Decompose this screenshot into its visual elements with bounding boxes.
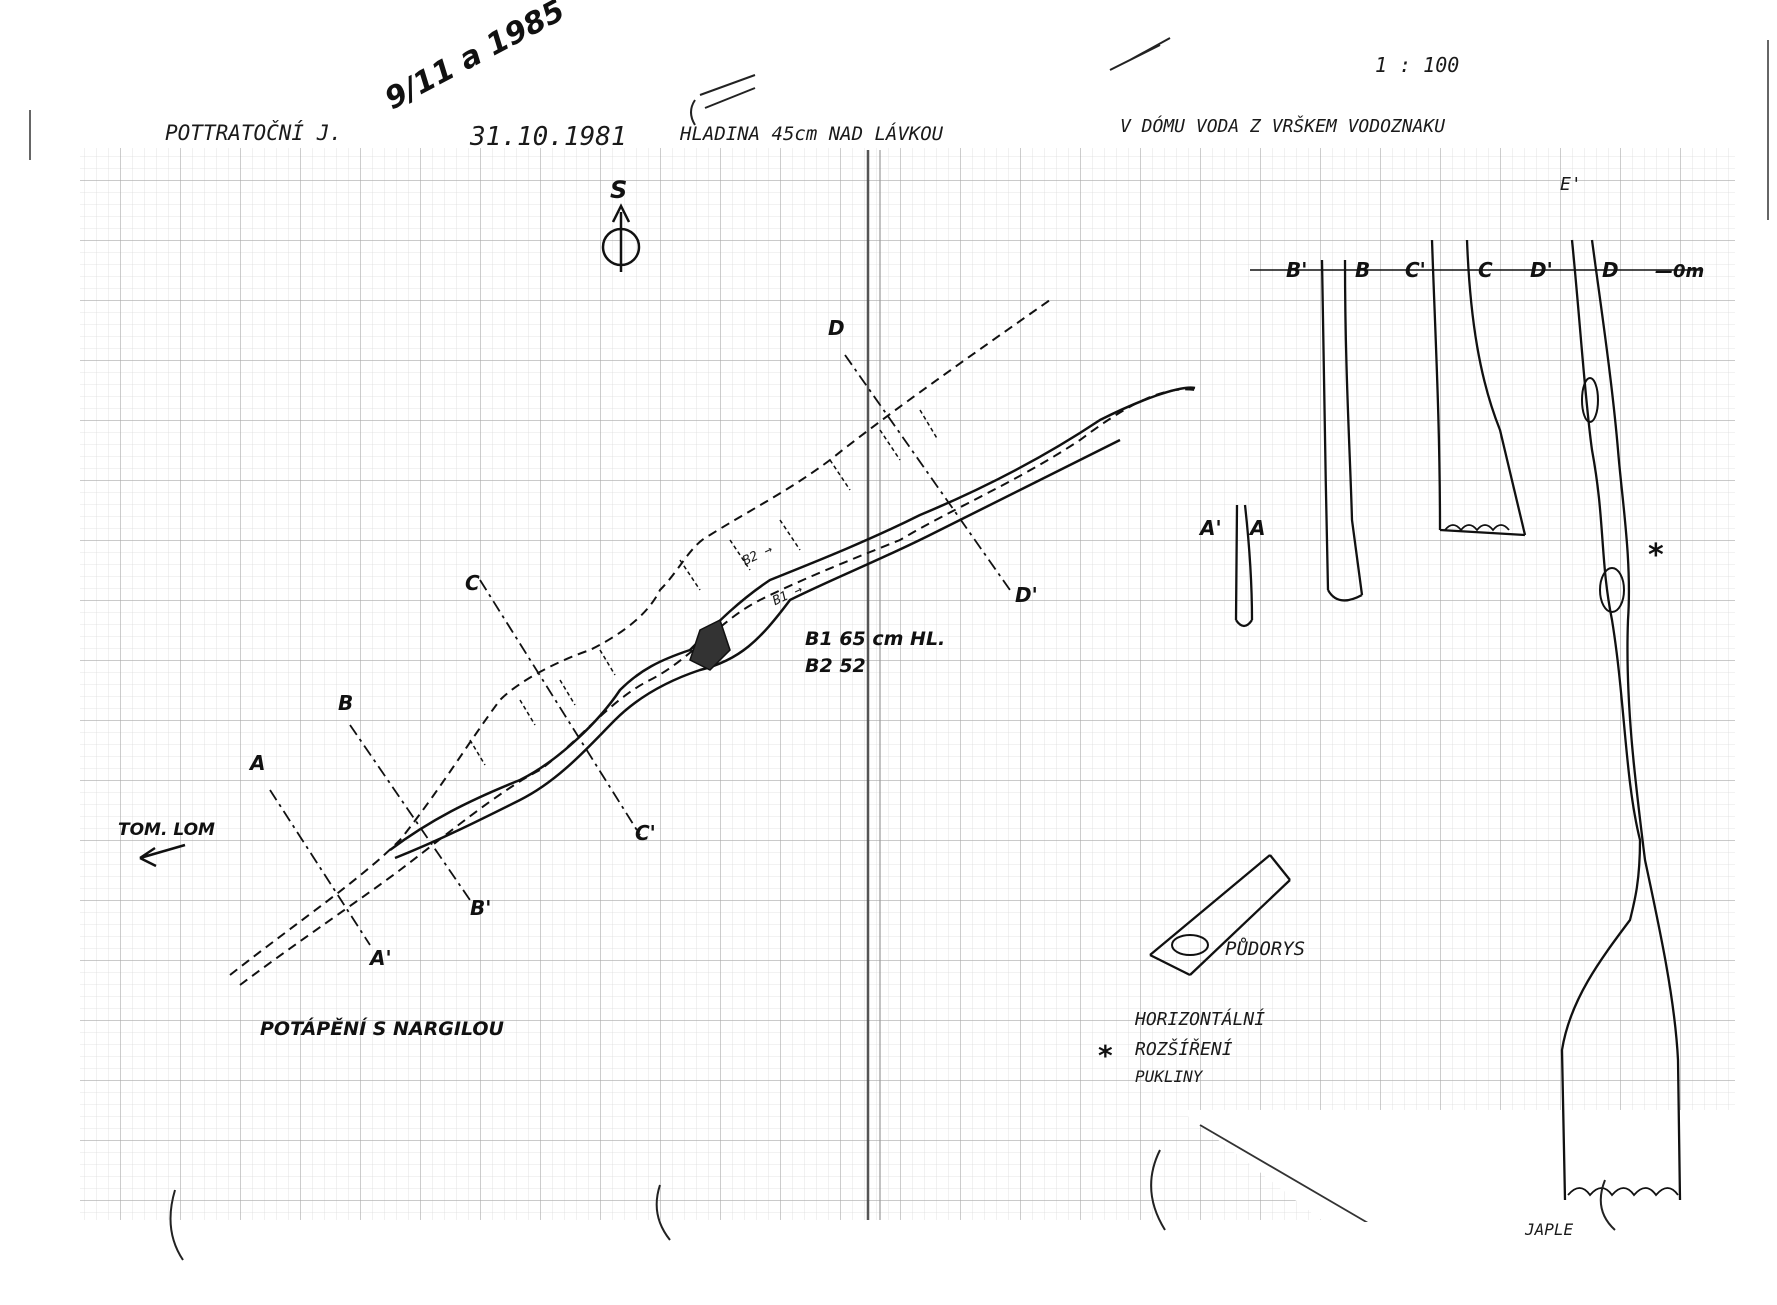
scale-label: 1 : 100 <box>1375 53 1459 77</box>
depth-label-2: B2 52 <box>805 655 866 677</box>
profile-d <box>1590 239 1682 1201</box>
section-line-b <box>349 724 471 901</box>
profile-label-a-prime: A' <box>1198 516 1222 540</box>
plan-label-c-prime: C' <box>635 821 656 845</box>
edge-mark <box>29 40 1769 220</box>
plan-view-label: PŮDORYS <box>1225 936 1305 960</box>
profile-label-d: D <box>1602 258 1619 282</box>
horizontal-note-3: PUKLINY <box>1135 1067 1204 1086</box>
stroke-mark <box>1109 37 1171 71</box>
plan-label-c: C <box>465 571 480 595</box>
profile-a <box>1234 504 1254 628</box>
profile-d-opening <box>1599 567 1625 613</box>
plan-view <box>139 299 1196 986</box>
profile-c <box>1430 239 1527 537</box>
profile-label-c-prime: C' <box>1405 258 1426 282</box>
plan-label-d: D <box>828 316 845 340</box>
graph-paper-grid <box>80 148 1735 1220</box>
profile-b <box>1320 259 1364 602</box>
profile-label-b-prime: B' <box>1286 258 1307 282</box>
profile-d <box>1560 239 1642 1201</box>
water-note: V DÓMU VODA Z VRŠKEM VODOZNAKU <box>1120 115 1445 137</box>
cave-name: POTTRATOČNÍ J. <box>165 120 342 145</box>
section-line-a <box>269 789 371 946</box>
plan-label-d-prime: D' <box>1015 583 1038 607</box>
sump-hatching <box>689 618 731 671</box>
compass-label: S <box>610 176 627 204</box>
top-scribble: 9/11 a 1985 <box>379 0 570 117</box>
profile-label-d-prime: D' <box>1530 258 1553 282</box>
passage-wall-solid <box>389 386 1196 852</box>
signature: JAPLE <box>1524 1220 1574 1239</box>
plan-label-a-prime: A' <box>368 946 392 970</box>
passage-outline-dashed <box>229 299 1051 976</box>
profile-label-e-prime: E' <box>1560 174 1582 195</box>
zero-label: —0m <box>1655 261 1704 282</box>
profile-label-a: A <box>1248 516 1265 540</box>
direction-label: TOM. LOM <box>118 820 215 840</box>
north-arrow <box>601 203 641 272</box>
torn-bottom <box>80 1222 1740 1305</box>
plan-label-b-prime: B' <box>470 896 491 920</box>
depth-label-1: B1 65 cm HL. <box>805 628 945 650</box>
horizontal-note-2: ROZŠÍŘENÍ <box>1135 1038 1233 1060</box>
plan-label-b: B <box>338 691 353 715</box>
asterisk-legend: * <box>1098 1039 1113 1072</box>
edge-scribble <box>169 1149 1616 1261</box>
plan-label-a: A <box>248 751 265 775</box>
horizontal-note-1: HORIZONTÁLNÍ <box>1134 1008 1265 1030</box>
profile-label-c: C <box>1478 258 1493 282</box>
water-level-note: HLADINA 45cm NAD LÁVKOU <box>679 122 944 145</box>
section-line-c <box>479 579 641 836</box>
stroke-mark <box>690 74 756 126</box>
direction-arrow <box>139 843 186 868</box>
profile-d-boulders <box>1567 1187 1679 1197</box>
profile-d-opening <box>1581 377 1599 423</box>
profile-c-boulders <box>1444 524 1510 532</box>
profile-label-b: B <box>1355 258 1370 282</box>
section-line-d <box>844 354 1011 591</box>
passage-outline-dashed <box>239 388 1196 986</box>
plan-detail-sketch <box>1149 854 1291 977</box>
asterisk-marker: * <box>1648 538 1664 573</box>
section-profiles <box>1149 239 1700 1201</box>
plan-detail-opening <box>1171 934 1209 956</box>
survey-date: 31.10.1981 <box>469 122 627 152</box>
wall-tick-marks <box>469 409 939 766</box>
dive-note: POTÁPĚNÍ S NARGILOU <box>260 1017 505 1040</box>
